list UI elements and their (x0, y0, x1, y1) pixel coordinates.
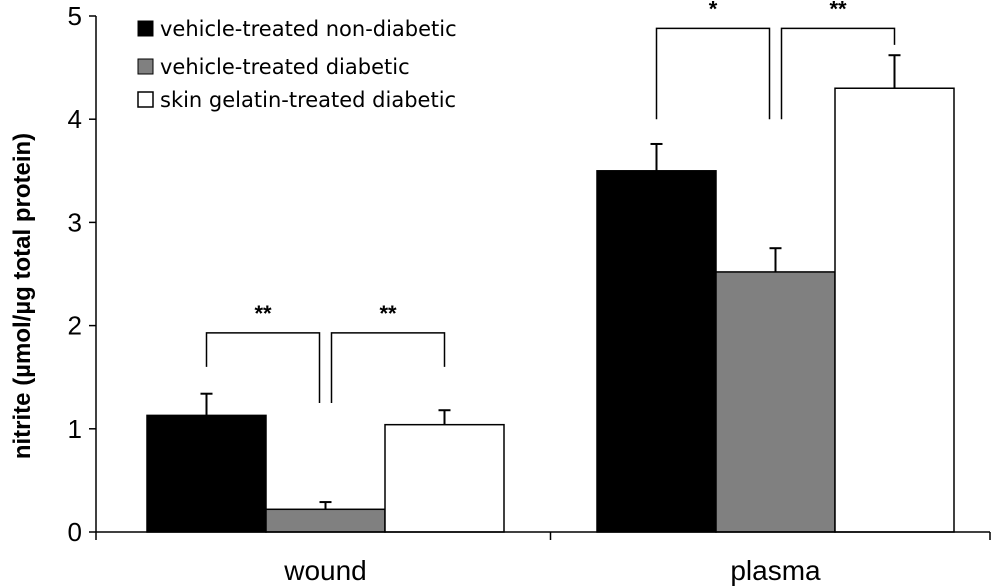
significance-bracket-3 (780, 27, 896, 120)
significance-bracket-2 (655, 27, 771, 120)
significance-label-3: ** (829, 0, 847, 21)
y-tick-label-3: 3 (68, 207, 82, 237)
legend-label-non-diabetic: vehicle-treated non-diabetic (160, 17, 457, 41)
bar-wound-series-0 (146, 414, 267, 533)
y-tick-label-0: 0 (68, 517, 82, 547)
bar-wound-series-1 (265, 508, 386, 533)
legend-swatch-diabetic (137, 58, 154, 75)
bar-plasma-series-2 (834, 87, 955, 533)
significance-bracket-0 (205, 332, 321, 403)
y-tick-label-1: 1 (68, 414, 82, 444)
legend: vehicle-treated non-diabetic vehicle-tre… (137, 17, 457, 112)
significance-bracket-1 (330, 332, 446, 403)
legend-label-gelatin-treated: skin gelatin-treated diabetic (160, 88, 456, 112)
bar-plasma-series-1 (715, 271, 836, 533)
significance-label-2: * (709, 0, 718, 21)
y-tick-label-2: 2 (68, 311, 82, 341)
legend-swatch-non-diabetic (137, 20, 154, 37)
y-axis-label: nitrite (µmol/µg total protein) (9, 133, 36, 459)
legend-label-diabetic: vehicle-treated diabetic (160, 55, 410, 79)
y-tick-label-5: 5 (68, 1, 82, 31)
bar-plasma-series-0 (596, 170, 717, 533)
significance-label-0: ** (254, 301, 272, 326)
bar-wound-series-2 (384, 423, 505, 533)
legend-swatch-gelatin-treated (137, 91, 154, 108)
category-label-plasma: plasma (730, 555, 821, 586)
significance-label-1: ** (379, 301, 397, 326)
category-label-wound: wound (283, 555, 367, 586)
y-tick-label-4: 4 (68, 104, 82, 134)
